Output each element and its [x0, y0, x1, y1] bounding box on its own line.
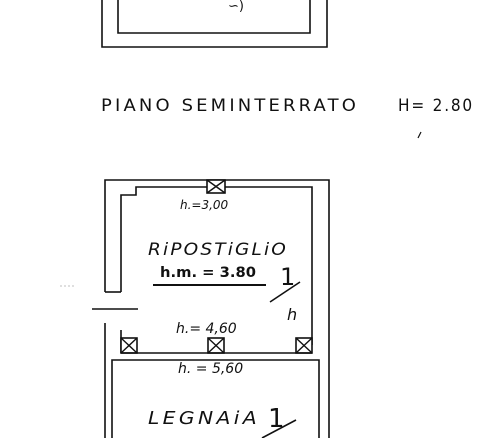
vent-center: [207, 337, 225, 354]
ripostiglio-name: RiPOSTiGLiO: [148, 240, 288, 260]
ripostiglio-number-slash: [269, 281, 301, 303]
ripostiglio-mean-height: h.m. = 3.80: [160, 265, 256, 281]
upper-room: ∽): [101, 0, 328, 48]
vent-right: [295, 337, 313, 354]
vent-top: [206, 179, 226, 194]
legnaia-room: h. = 5,60 LEGNAiA 1: [111, 359, 320, 438]
legnaia-number: 1: [268, 404, 285, 434]
ripostiglio-number: 1: [280, 263, 295, 291]
upper-room-partial-label: ∽): [228, 0, 244, 14]
floor-height-label: H= 2.80: [398, 96, 474, 116]
stray-tick-mark: [417, 131, 422, 139]
upper-room-outer-wall: [101, 0, 328, 48]
legnaia-inner-wall: [111, 359, 320, 438]
floor-title: PIANO SEMINTERRATO: [101, 96, 359, 116]
ripostiglio-sub-index: h: [287, 305, 297, 324]
legnaia-name: LEGNAiA: [148, 408, 260, 429]
ripostiglio-inner-wall: [120, 186, 313, 345]
wall-stub-left: [104, 323, 122, 438]
vent-left: [120, 337, 138, 354]
legnaia-number-slash: [261, 419, 297, 438]
upper-room-inner-wall: [117, 0, 311, 34]
legnaia-height: h. = 5,60: [178, 361, 243, 377]
ripostiglio-room: h.=3,00 RiPOSTiGLiO h.m. = 3.80 1 h h.= …: [60, 179, 330, 438]
ripostiglio-height-top: h.=3,00: [180, 198, 229, 212]
ripostiglio-height-mid: h.= 4,60: [176, 321, 237, 337]
